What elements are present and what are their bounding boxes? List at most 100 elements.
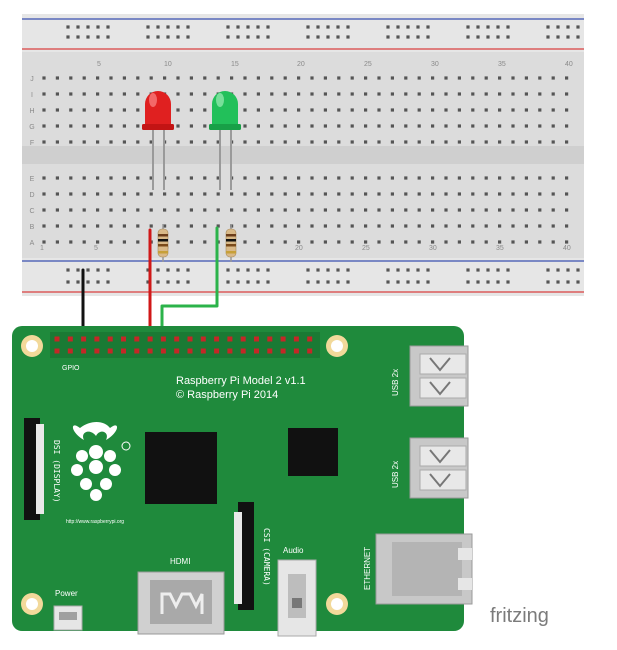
breadboard-hole [203, 176, 207, 180]
breadboard-hole [404, 124, 408, 128]
board-copyright: © Raspberry Pi 2014 [176, 389, 278, 401]
green-wire [160, 226, 219, 342]
breadboard-hole [149, 140, 153, 144]
breadboard-hole [524, 108, 528, 112]
breadboard-hole [576, 280, 580, 284]
breadboard-hole [337, 192, 341, 196]
gpio-pin [254, 336, 259, 342]
breadboard-hole [431, 140, 435, 144]
row-letter: F [30, 140, 34, 147]
breadboard-hole [538, 92, 542, 96]
breadboard-hole [431, 192, 435, 196]
column-numbers-top: 5 10 15 20 25 30 35 40 [97, 61, 573, 68]
breadboard-hole [297, 108, 301, 112]
breadboard-hole [337, 76, 341, 80]
breadboard-hole [323, 240, 327, 244]
gpio-pin [240, 336, 246, 342]
breadboard-hole [538, 208, 542, 212]
breadboard-hole [551, 108, 555, 112]
breadboard-hole [283, 224, 287, 228]
breadboard-hole [476, 35, 480, 39]
breadboard-hole [156, 268, 160, 272]
breadboard-hole [471, 140, 475, 144]
soc-chip [145, 432, 217, 504]
breadboard-hole [350, 240, 354, 244]
breadboard-hole [404, 192, 408, 196]
breadboard-hole [346, 25, 350, 29]
breadboard-hole [186, 25, 190, 29]
breadboard-hole [416, 280, 420, 284]
breadboard-hole [109, 224, 113, 228]
breadboard-hole [86, 25, 90, 29]
breadboard-hole [431, 208, 435, 212]
breadboard-hole [96, 208, 100, 212]
breadboard-hole [390, 240, 394, 244]
breadboard-hole [350, 224, 354, 228]
breadboard-hole [498, 108, 502, 112]
breadboard-hole [498, 240, 502, 244]
breadboard-hole [546, 280, 550, 284]
breadboard-hole [76, 280, 80, 284]
col-number: 5 [94, 245, 98, 252]
breadboard-hole [82, 176, 86, 180]
breadboard-hole [346, 280, 350, 284]
breadboard-hole [524, 224, 528, 228]
breadboard-hole [551, 124, 555, 128]
breadboard-hole [390, 140, 394, 144]
breadboard-hole [96, 35, 100, 39]
breadboard-hole [189, 192, 193, 196]
breadboard-hole [109, 140, 113, 144]
breadboard-hole [136, 224, 140, 228]
breadboard-hole [538, 140, 542, 144]
breadboard-hole [498, 92, 502, 96]
gpio-pin [280, 336, 286, 342]
breadboard-hole [106, 25, 110, 29]
breadboard-hole [457, 92, 461, 96]
breadboard-hole [136, 92, 140, 96]
breadboard-hole [189, 92, 193, 96]
row-letter: G [29, 124, 34, 131]
breadboard-hole [386, 268, 390, 272]
col-number: 5 [97, 61, 101, 68]
breadboard-hole [486, 35, 490, 39]
gpio-pin [307, 336, 313, 342]
breadboard-hole [416, 35, 420, 39]
breadboard-hole [55, 224, 59, 228]
breadboard-hole [511, 192, 515, 196]
breadboard-hole [404, 208, 408, 212]
breadboard-hole [496, 35, 500, 39]
power-port [53, 605, 83, 631]
led-green [209, 91, 241, 190]
breadboard-hole [69, 240, 73, 244]
breadboard-hole [350, 124, 354, 128]
breadboard-hole [538, 76, 542, 80]
breadboard-hole [386, 35, 390, 39]
breadboard-hole [565, 192, 569, 196]
breadboard-hole [76, 268, 80, 272]
breadboard-hole [444, 92, 448, 96]
breadboard-hole [55, 76, 59, 80]
breadboard-hole [377, 192, 381, 196]
breadboard-hole [230, 208, 234, 212]
breadboard-hole [55, 192, 59, 196]
gpio-pin [267, 348, 273, 354]
breadboard-hole [109, 124, 113, 128]
breadboard-hole [176, 176, 180, 180]
breadboard-hole [243, 176, 247, 180]
breadboard-hole [176, 140, 180, 144]
breadboard-hole [246, 35, 250, 39]
gpio-pin [121, 336, 126, 342]
breadboard-hole [524, 240, 528, 244]
breadboard: 5 10 15 20 25 30 35 40 5 10 15 20 25 30 … [22, 14, 584, 296]
breadboard-hole [306, 280, 310, 284]
breadboard-hole [551, 76, 555, 80]
ethernet-label: ETHERNET [363, 547, 372, 590]
breadboard-hole [283, 208, 287, 212]
breadboard-hole [404, 92, 408, 96]
breadboard-hole [498, 140, 502, 144]
breadboard-hole [323, 92, 327, 96]
breadboard-hole [42, 208, 46, 212]
breadboard-hole [406, 268, 410, 272]
breadboard-hole [270, 224, 274, 228]
breadboard-hole [326, 268, 330, 272]
